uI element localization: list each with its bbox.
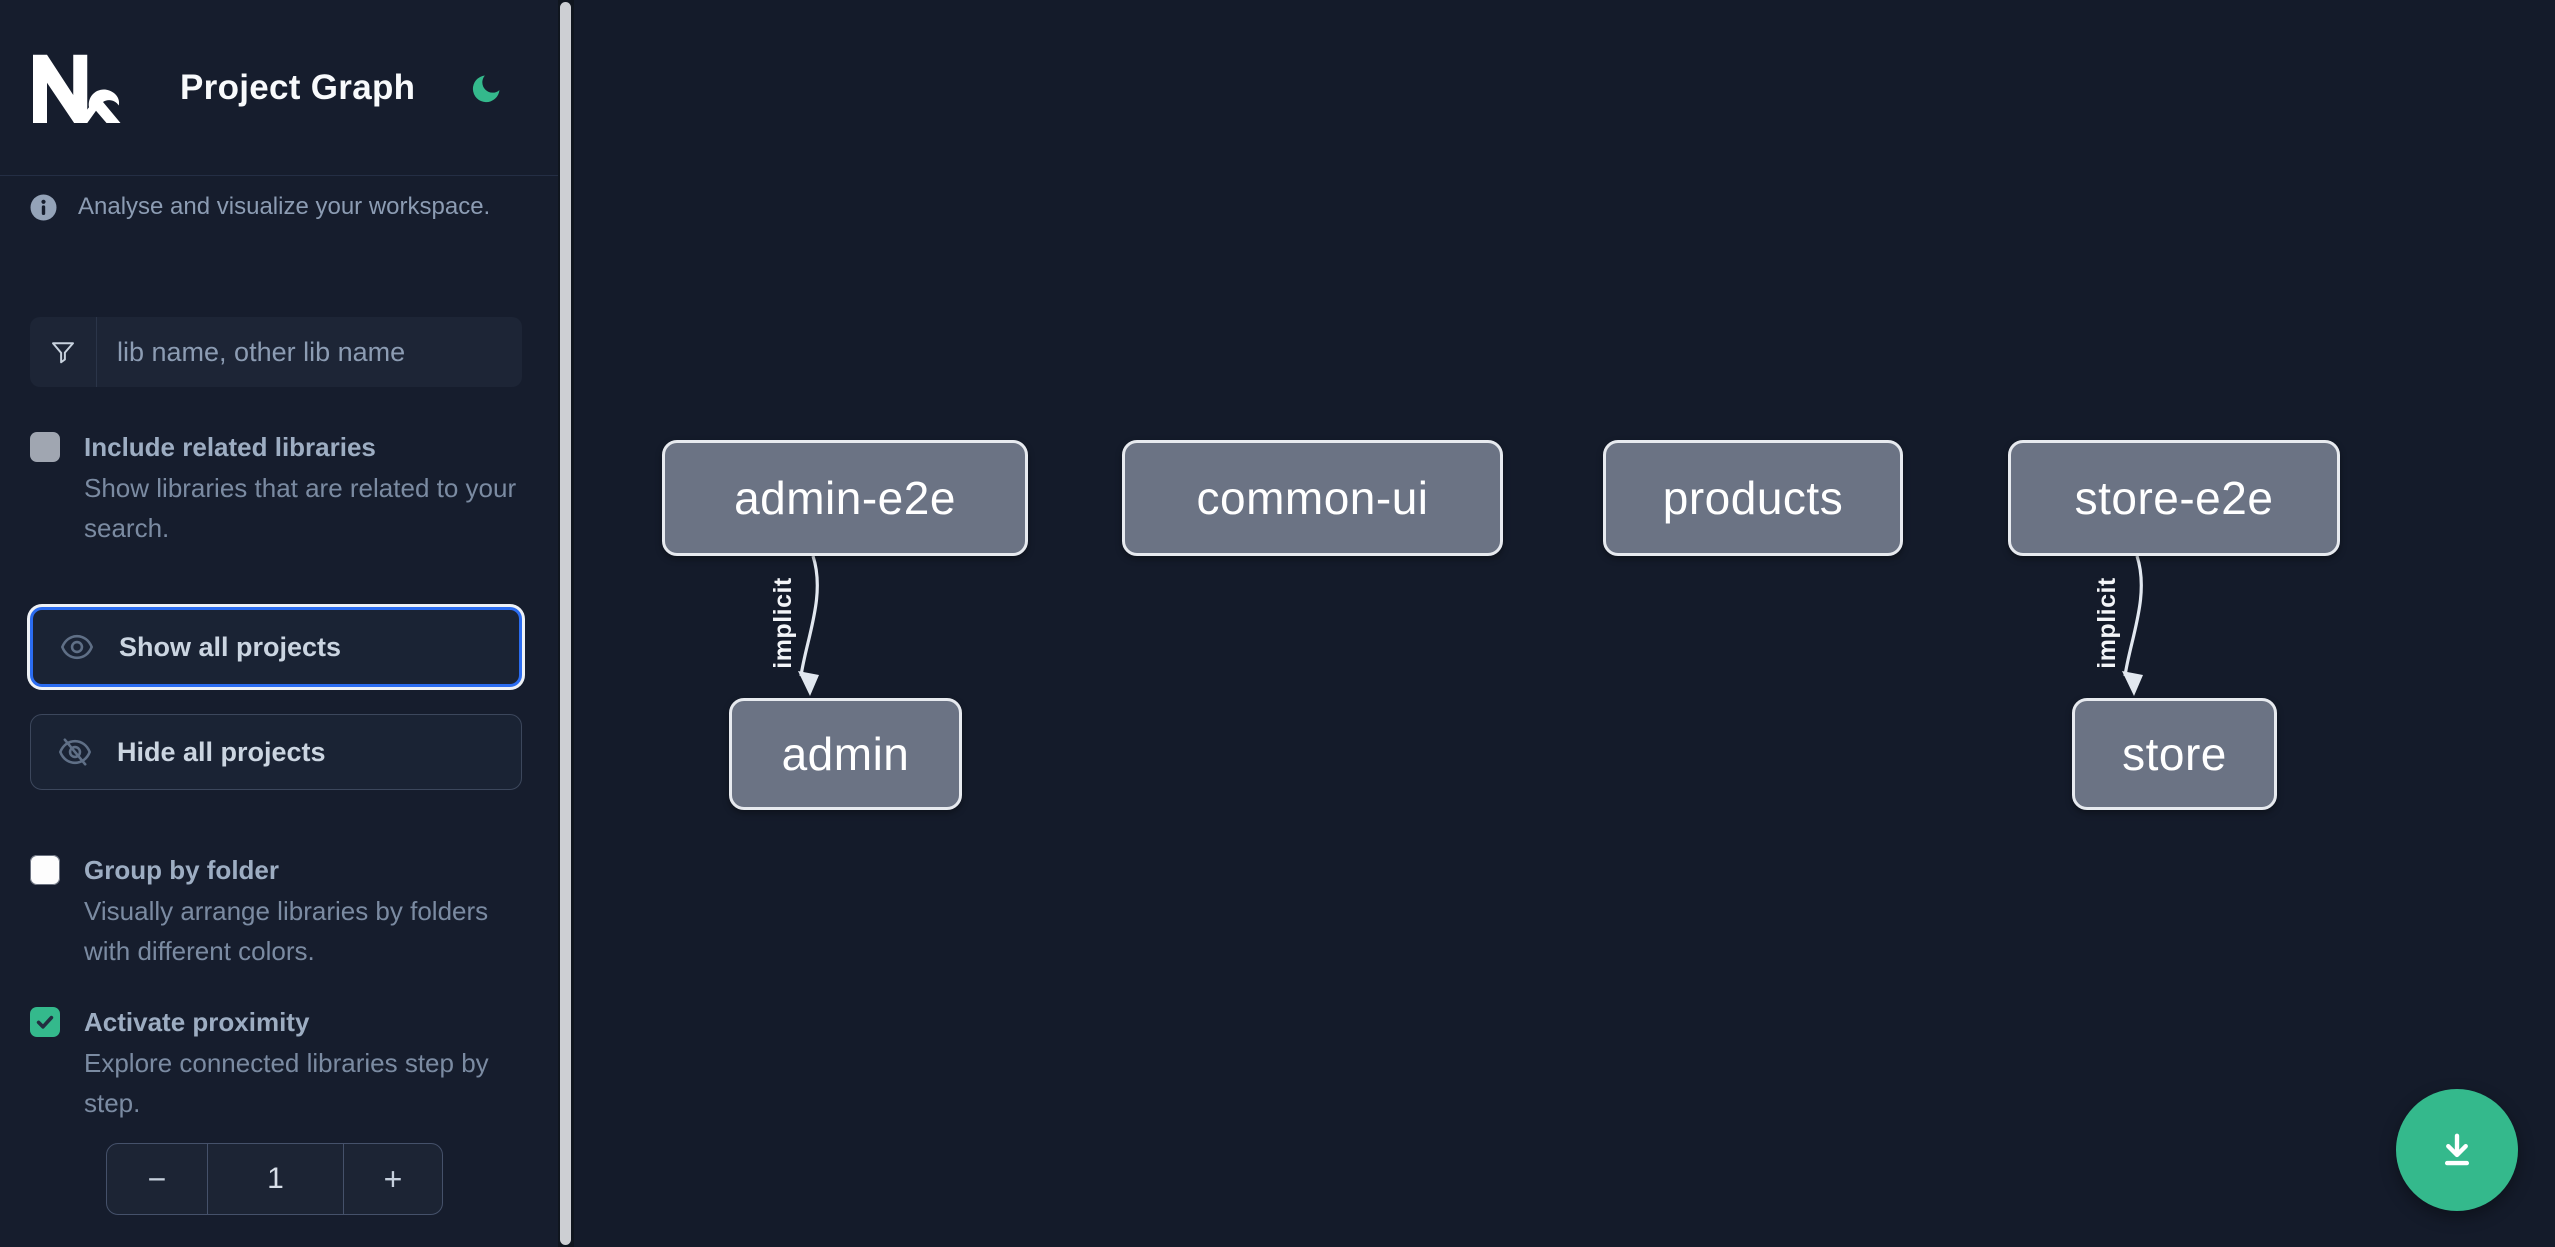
graph-node-store[interactable]: store [2072,698,2277,810]
graph-edges: implicit implicit [766,555,2143,696]
sidebar-scrollbar[interactable] [558,0,574,1247]
group-by-folder-description: Visually arrange libraries by folders wi… [84,896,489,966]
download-graph-button[interactable] [2396,1089,2518,1211]
graph-node-products[interactable]: products [1603,440,1903,556]
toggle-group-by-folder: Group by folder Visually arrange librari… [30,853,530,971]
activate-proximity-checkbox[interactable] [30,1007,60,1037]
edge-label-implicit: implicit [769,577,797,669]
project-filter-input[interactable] [97,317,522,387]
nx-logo [33,54,121,123]
decrement-button[interactable]: − [107,1144,208,1214]
group-by-folder-label: Group by folder [84,855,279,885]
include-related-checkbox[interactable] [30,432,60,462]
eye-icon [61,634,93,660]
edge-store-e2e-to-store [2123,555,2143,677]
page-title: Project Graph [180,67,416,107]
toggle-include-related: Include related libraries Show libraries… [30,430,530,548]
dark-mode-moon-icon[interactable] [470,71,504,105]
toggle-activate-proximity: Activate proximity Explore connected lib… [30,1005,530,1123]
project-filter [30,317,522,387]
include-related-label: Include related libraries [84,432,376,462]
sidebar: Project Graph Analyse and visualize your… [0,0,558,1247]
graph-node-admin[interactable]: admin [729,698,962,810]
download-icon [2445,1133,2469,1166]
group-by-folder-checkbox[interactable] [30,855,60,885]
hide-all-projects-button[interactable]: Hide all projects [30,714,522,790]
eye-slash-icon [59,738,91,766]
hide-all-projects-label: Hide all projects [117,736,326,767]
tagline-text: Analyse and visualize your workspace. [78,193,491,220]
edge-arrowhead [2122,671,2143,696]
edge-label-implicit: implicit [2093,577,2121,669]
workspace-tagline: Analyse and visualize your workspace. [30,193,528,221]
edge-admin-e2e-to-admin [799,555,819,677]
graph-node-store-e2e[interactable]: store-e2e [2008,440,2340,556]
info-icon [30,194,57,220]
graph-node-admin-e2e[interactable]: admin-e2e [662,440,1028,556]
edge-arrowhead [798,671,819,696]
filter-icon [30,317,97,387]
project-graph-canvas[interactable]: implicit implicit admin-e2e common-ui pr… [574,0,2555,1247]
scrollbar-thumb[interactable] [560,2,571,1245]
increment-button[interactable]: + [344,1144,442,1214]
include-related-description: Show libraries that are related to your … [84,473,517,543]
show-all-projects-button[interactable]: Show all projects [30,607,522,687]
show-all-projects-label: Show all projects [119,631,342,662]
proximity-depth-value: 1 [208,1144,344,1214]
checkmark-icon [36,1015,54,1029]
activate-proximity-description: Explore connected libraries step by step… [84,1048,489,1118]
graph-node-common-ui[interactable]: common-ui [1122,440,1503,556]
sidebar-header: Project Graph [0,0,558,176]
proximity-depth-stepper: − 1 + [106,1143,443,1215]
activate-proximity-label: Activate proximity [84,1007,310,1037]
